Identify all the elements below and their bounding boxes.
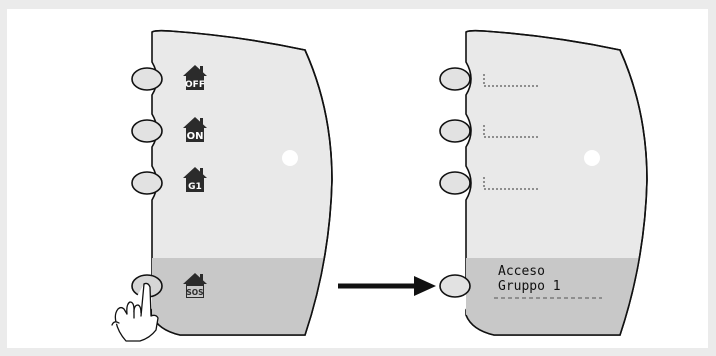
svg-text:OFF: OFF	[185, 80, 205, 90]
display-line-2: Gruppo 1	[498, 279, 561, 294]
remote-after: Acceso Gruppo 1	[440, 31, 655, 348]
remote-button-4[interactable]	[440, 275, 470, 297]
remote-button-on[interactable]	[132, 120, 162, 142]
svg-text:ON: ON	[187, 131, 204, 142]
remote-button-g1[interactable]	[132, 172, 162, 194]
remote-button-1[interactable]	[440, 68, 470, 90]
svg-text:G1: G1	[188, 182, 202, 192]
remote-button-off[interactable]	[132, 68, 162, 90]
led-indicator	[584, 150, 600, 166]
display-line-1: Acceso	[498, 264, 545, 279]
svg-text:SOS: SOS	[186, 288, 203, 297]
remote-button-3[interactable]	[440, 172, 470, 194]
remote-button-2[interactable]	[440, 120, 470, 142]
transition-arrow-icon	[338, 276, 436, 296]
led-indicator	[282, 150, 298, 166]
remote-before: OFF ON G1 SOS	[112, 31, 340, 348]
